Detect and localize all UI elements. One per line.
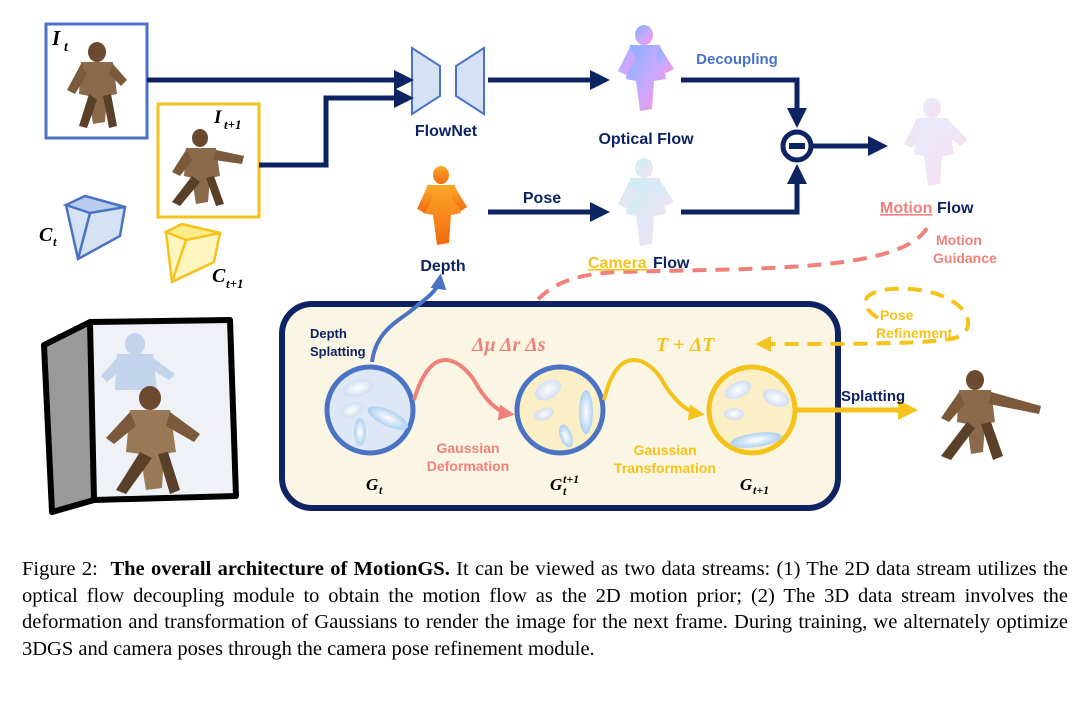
arrow-motion-guidance (521, 226, 929, 323)
flownet-block: FlowNet (411, 46, 485, 140)
soldier-figure-t (67, 42, 127, 128)
depth-splatting-label-line2: Splatting (310, 344, 366, 359)
camera-t1-subscript: t+1 (226, 276, 244, 291)
gaussian-g-t1: G t+1 (706, 364, 798, 497)
depth-image (417, 166, 467, 245)
arrow-gaussian-deformation (412, 358, 515, 421)
motion-flow-image (904, 98, 968, 186)
arrow-frame-t1-to-flownet (259, 88, 414, 168)
ghost-soldier-figure (101, 333, 175, 390)
splatting-label: Splatting (841, 388, 905, 405)
pose-label: Pose (523, 190, 561, 207)
camera-t-symbol: C (39, 224, 53, 246)
gaussian-deformation-label-line1: Gaussian (436, 440, 499, 456)
arrow-camera-flow-to-subtract (681, 164, 807, 215)
arrow-gaussian-transformation (602, 358, 705, 421)
motion-flow-label-flow: Flow (937, 200, 974, 217)
frame-t: I t (44, 22, 149, 140)
frame-t-subscript: t (64, 40, 69, 55)
rendered-soldier-figure (941, 370, 1041, 460)
transform-label: T + ΔT (656, 334, 715, 356)
scene-soldier-figure (106, 386, 200, 494)
pose-refinement-label-line1: Pose (880, 307, 914, 323)
caption-prefix: Figure 2: (22, 558, 98, 580)
motion-guidance-label-line1: Motion (936, 232, 982, 248)
optical-flow-image (618, 25, 674, 111)
g-t1-symbol: G (740, 475, 753, 494)
g-t-subscript: t (379, 483, 383, 497)
decoupling-label: Decoupling (696, 51, 778, 68)
camera-flow-label-flow: Flow (653, 255, 690, 272)
g-t-t1-symbol: G (550, 475, 563, 494)
g-t1-subscript: t+1 (753, 483, 769, 497)
frame-t-symbol: I (51, 26, 61, 50)
depth-splatting-label-line1: Depth (310, 326, 347, 341)
camera-t1-symbol: C (212, 265, 226, 287)
g-t-symbol: G (366, 475, 379, 494)
depth-label: Depth (420, 258, 465, 275)
arrow-depth-splatting (370, 273, 447, 363)
gaussian-transformation-label-line2: Transformation (614, 460, 716, 476)
caption-body: It can be viewed as two data streams: (1… (22, 558, 1069, 660)
gaussian-g-t-t1: G t+1 t (514, 364, 606, 498)
flownet-label: FlowNet (415, 123, 478, 140)
optical-flow-label: Optical Flow (598, 131, 694, 148)
gaussian-deformation-label-line2: Deformation (427, 458, 509, 474)
soldier-figure-t1 (172, 129, 244, 206)
figure-caption: Figure 2: The overall architecture of Mo… (22, 556, 1068, 662)
g-t-t1-superscript: t+1 (563, 472, 579, 486)
arrow-pose-refinement (755, 286, 971, 352)
delta-params-label: Δμ Δr Δs (471, 334, 546, 356)
camera-flow-label-camera: Camera (588, 255, 647, 272)
frame-t1: I t+1 (156, 102, 261, 219)
scene-3d-box (41, 317, 239, 515)
arrow-optical-to-decoupling (681, 77, 807, 128)
motion-flow-label-motion: Motion (880, 200, 932, 217)
camera-t: C t (39, 194, 127, 261)
g-t-t1-subscript: t (563, 484, 567, 498)
motion-guidance-label-line2: Guidance (933, 250, 997, 266)
frame-t1-subscript: t+1 (224, 117, 242, 132)
frame-t1-symbol: I (213, 107, 222, 128)
pose-refinement-label-line2: Refinement (876, 325, 953, 341)
subtract-node (780, 129, 814, 163)
architecture-diagram: I t I t+1 C t C t+1 (39, 22, 1041, 515)
camera-t-subscript: t (53, 234, 57, 249)
caption-title: The overall architecture of MotionGS. (110, 558, 450, 580)
gaussian-transformation-label-line1: Gaussian (633, 442, 696, 458)
camera-t1: C t+1 (162, 222, 244, 291)
gaussian-g-t: G t (324, 364, 416, 497)
camera-flow-image (618, 158, 674, 246)
